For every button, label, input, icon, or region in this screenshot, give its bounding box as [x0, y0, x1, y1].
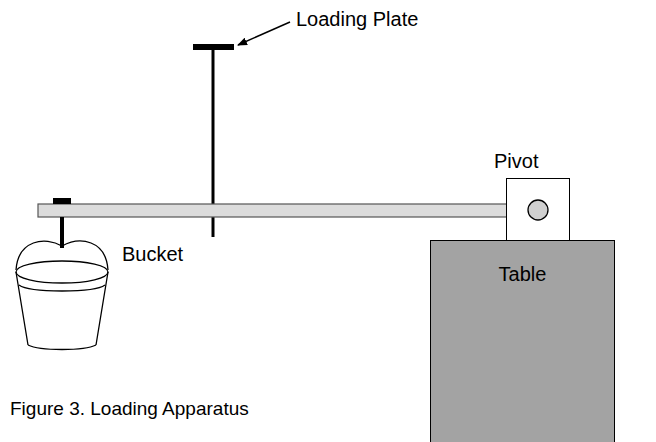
pivot-label: Pivot	[494, 150, 538, 173]
table-label: Table	[431, 263, 614, 286]
part-name: Loading Plate	[296, 8, 418, 31]
leader-line	[238, 22, 290, 45]
hanger-block	[53, 198, 71, 204]
pivot-pin	[507, 179, 569, 241]
table-block: Table	[430, 240, 615, 442]
hanger-stem	[60, 217, 64, 248]
part-name: Bucket	[122, 243, 183, 266]
figure-caption: Figure 3. Loading Apparatus	[10, 398, 249, 420]
pivot-box	[506, 178, 570, 242]
bucket	[16, 241, 108, 349]
loading-plate	[193, 44, 234, 50]
lever-bar	[38, 204, 508, 217]
pivot-bracket: Pivot	[494, 150, 580, 242]
